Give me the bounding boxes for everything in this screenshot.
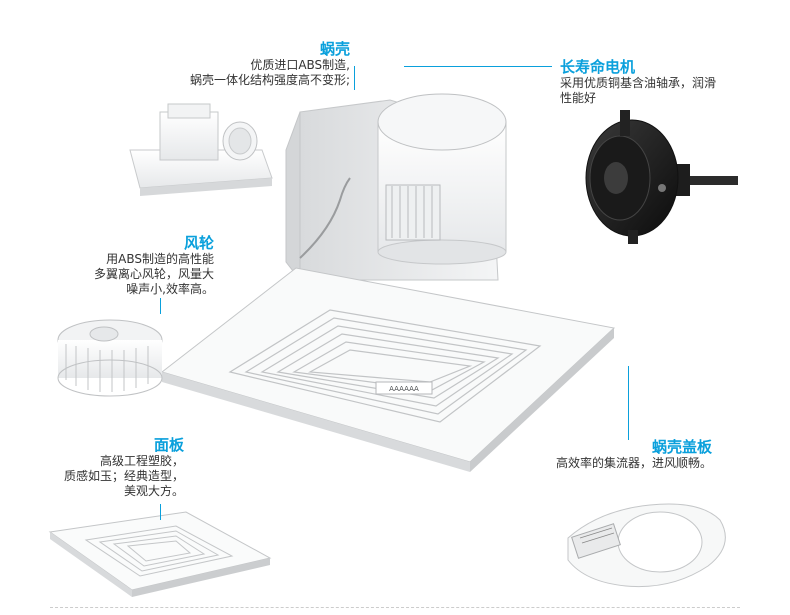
impeller-desc-line: 多翼离心风轮，风量大 bbox=[93, 267, 214, 281]
motor-desc-line: 采用优质铜基含油轴承，润滑 bbox=[560, 76, 717, 90]
panel-feature: 面板 高级工程塑胶， 质感如玉；经典造型， 美观大方。 bbox=[64, 436, 184, 499]
motor-feature: 长寿命电机 采用优质铜基含油轴承，润滑 性能好 bbox=[560, 58, 716, 106]
panel-connector-line bbox=[160, 504, 161, 520]
cover-connector-line bbox=[628, 366, 629, 440]
volute-desc-line: 蜗壳一体化结构强度高不变形; bbox=[189, 73, 350, 87]
panel-image bbox=[48, 511, 272, 597]
panel-desc-line: 美观大方。 bbox=[123, 484, 184, 498]
panel-desc-line: 质感如玉；经典造型， bbox=[63, 469, 184, 483]
panel-desc-line: 高级工程塑胶， bbox=[99, 454, 184, 468]
volute-feature: 蜗壳 优质进口ABS制造, 蜗壳一体化结构强度高不变形; bbox=[190, 40, 350, 88]
cover-plate-image bbox=[567, 503, 726, 588]
motor-title: 长寿命电机 bbox=[560, 58, 636, 76]
impeller-title: 风轮 bbox=[183, 234, 214, 252]
impeller-image bbox=[57, 319, 163, 397]
panel-title: 面板 bbox=[153, 436, 184, 454]
volute-connector-line bbox=[354, 66, 355, 90]
product-marking: AAAAAA bbox=[389, 385, 419, 393]
bottom-divider bbox=[50, 607, 740, 608]
cover-title: 蜗壳盖板 bbox=[651, 438, 712, 456]
main-fan-image: AAAAAA bbox=[160, 93, 616, 472]
volute-title: 蜗壳 bbox=[319, 40, 350, 58]
impeller-feature: 风轮 用ABS制造的高性能 多翼离心风轮，风量大 噪声小,效率高。 bbox=[94, 234, 214, 297]
impeller-desc-line: 用ABS制造的高性能 bbox=[106, 252, 214, 266]
motor-desc-line: 性能好 bbox=[560, 91, 597, 105]
impeller-desc-line: 噪声小,效率高。 bbox=[126, 282, 214, 296]
volute-desc-line: 优质进口ABS制造, bbox=[250, 58, 350, 72]
impeller-connector-line bbox=[160, 298, 161, 314]
cover-desc-line: 高效率的集流器，进风顺畅。 bbox=[555, 456, 712, 470]
motor-image bbox=[585, 110, 738, 244]
small-volute-housing-image bbox=[129, 103, 273, 196]
cover-feature: 蜗壳盖板 高效率的集流器，进风顺畅。 bbox=[556, 438, 712, 471]
motor-connector-line bbox=[404, 66, 552, 67]
